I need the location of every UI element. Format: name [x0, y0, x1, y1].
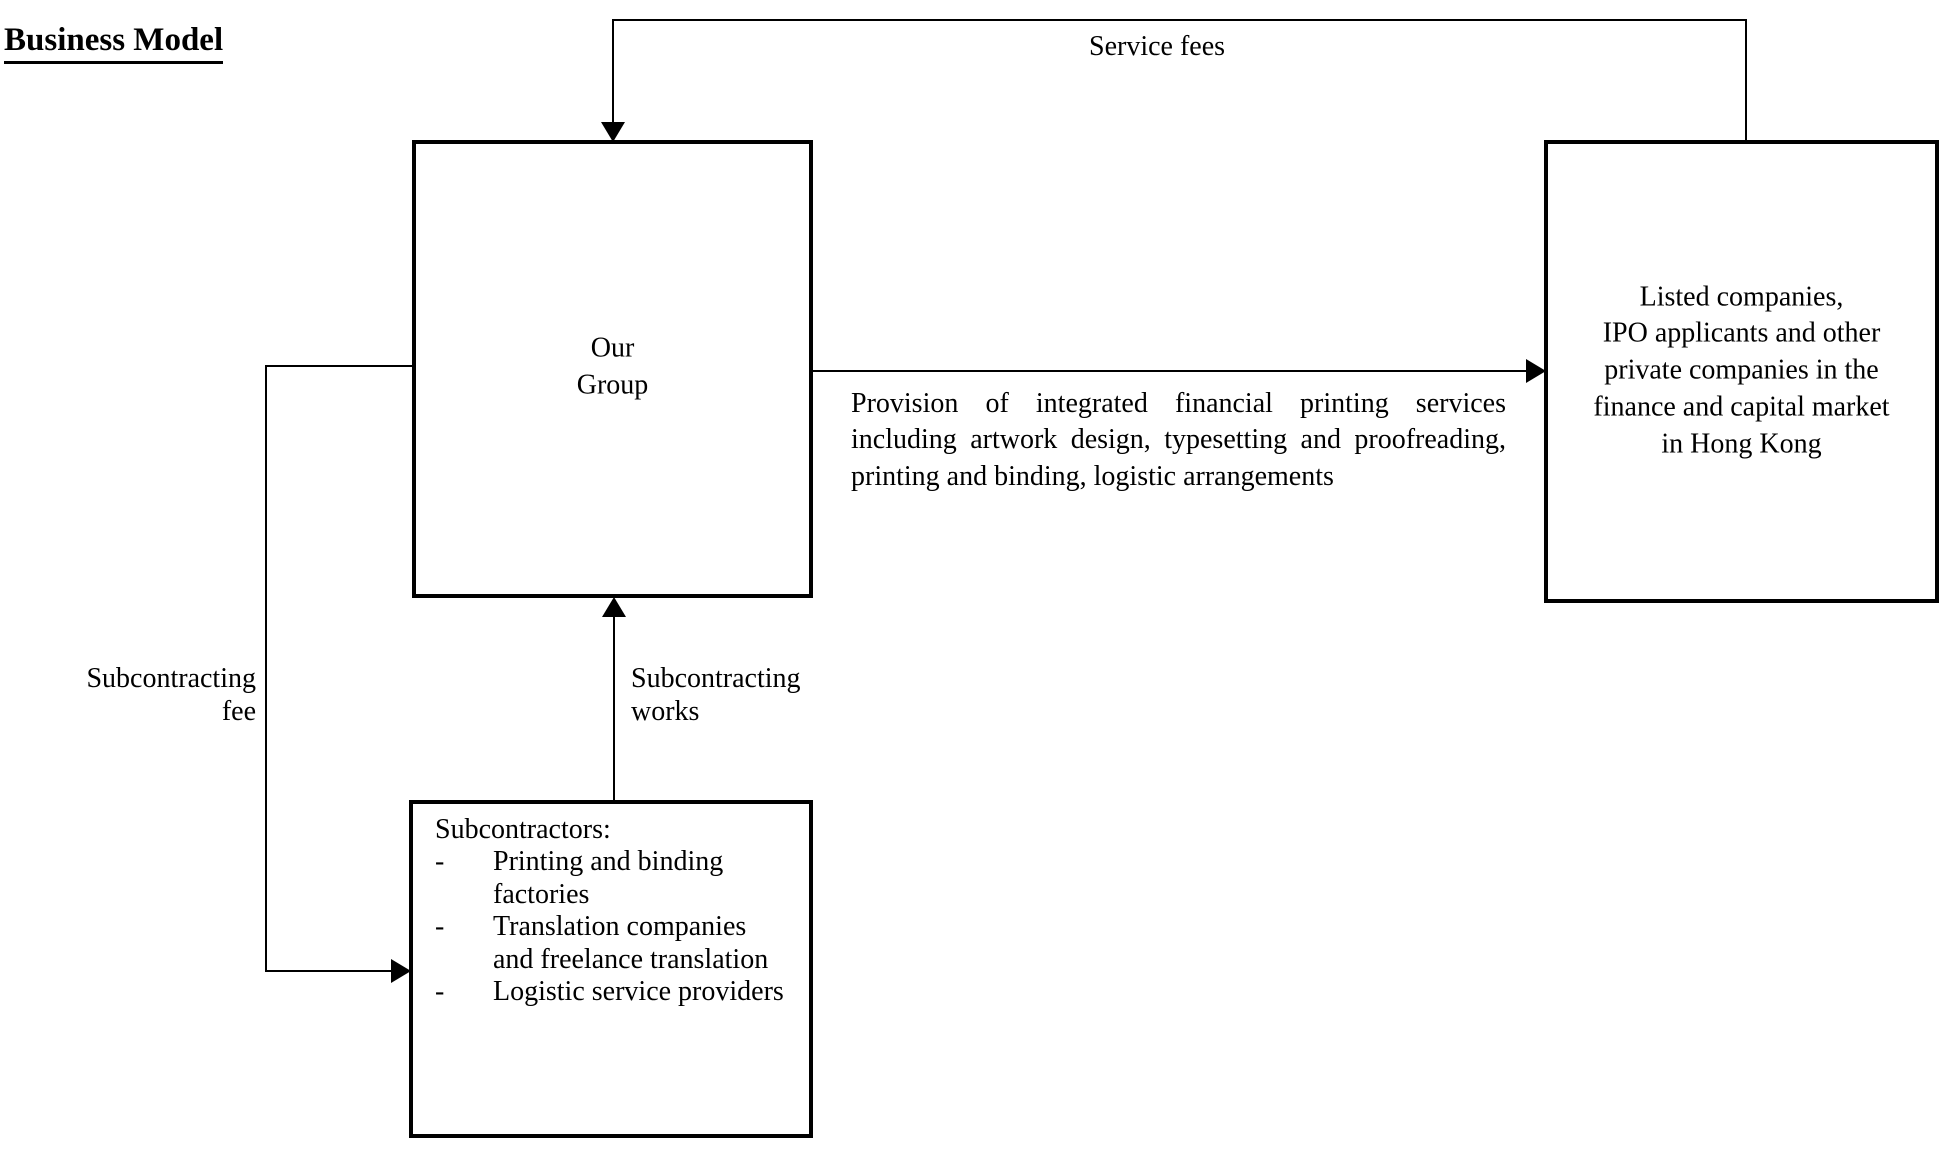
subcontracting-fee-connector-top-horizontal — [265, 365, 413, 367]
list-item: - Translation companies and freelance tr… — [435, 911, 801, 976]
service-fees-connector-left-vertical — [612, 19, 614, 123]
subcontracting-fee-connector-bottom-horizontal — [265, 970, 393, 972]
page-title: Business Model — [4, 22, 224, 64]
bullet-dash-icon: - — [435, 911, 445, 943]
edge-label-subcontracting-fee: Subcontracting fee — [86, 663, 256, 728]
edge-label-service-fees: Service fees — [1089, 31, 1226, 62]
list-item: - Printing and binding factories — [435, 846, 801, 911]
subcontractors-content: Subcontractors: - Printing and binding f… — [435, 814, 801, 1009]
subcontracting-works-arrowhead-icon — [602, 597, 626, 617]
list-item-label: Printing and binding factories — [493, 846, 724, 910]
service-fees-connector-right-vertical — [1745, 19, 1747, 142]
list-item-label: Logistic service providers — [493, 976, 784, 1008]
bullet-dash-icon: - — [435, 976, 445, 1008]
subcontracting-fee-connector-vertical — [265, 365, 267, 971]
provision-arrowhead-icon — [1526, 359, 1546, 383]
edge-label-provision-of-services: Provision of integrated financial printi… — [851, 388, 1506, 492]
bullet-dash-icon: - — [435, 846, 445, 878]
edge-label-subcontracting-works: Subcontracting works — [631, 663, 801, 728]
subcontracting-fee-arrowhead-icon — [391, 959, 411, 983]
list-item-label: Translation companies and freelance tran… — [493, 911, 769, 975]
subcontracting-works-connector-vertical — [613, 616, 615, 801]
node-subcontractors: Subcontractors: - Printing and binding f… — [409, 800, 813, 1138]
node-clients: Listed companies, IPO applicants and oth… — [1544, 140, 1939, 603]
provision-connector-horizontal — [812, 370, 1527, 372]
service-fees-connector-horizontal — [612, 19, 1747, 21]
subcontractors-heading: Subcontractors: — [435, 814, 611, 845]
node-clients-label: Listed companies, IPO applicants and oth… — [1593, 281, 1890, 460]
node-our-group-label: Our Group — [576, 332, 649, 401]
service-fees-arrowhead-icon — [601, 122, 625, 142]
node-our-group: Our Group — [412, 140, 813, 598]
list-item: - Logistic service providers — [435, 976, 801, 1008]
